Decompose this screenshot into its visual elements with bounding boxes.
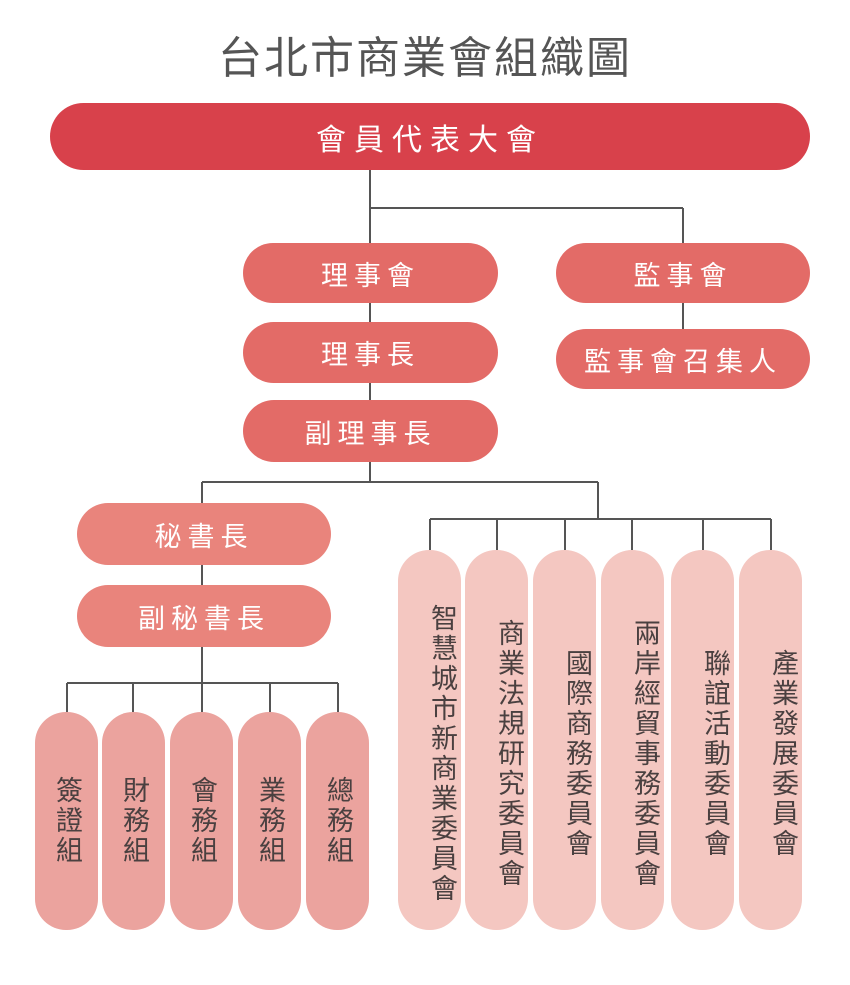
unit-pill: 財務組 xyxy=(102,712,165,930)
committee-pill: 商業法規研究委員會 xyxy=(465,550,528,930)
committee-pill: 兩岸經貿事務委員會 xyxy=(601,550,664,930)
committee-pill: 聯誼活動委員會 xyxy=(671,550,734,930)
committee-pill: 智慧城市新商業委員會 xyxy=(398,550,461,930)
unit-pill: 業務組 xyxy=(238,712,301,930)
unit-pill: 總務組 xyxy=(306,712,369,930)
unit-pill: 簽證組 xyxy=(35,712,98,930)
supervisor-convener-node: 監事會召集人 xyxy=(556,329,810,389)
member-assembly-node: 會員代表大會 xyxy=(50,103,810,170)
secretary-general-node: 秘書長 xyxy=(77,503,331,565)
vice-chairman-node: 副理事長 xyxy=(243,400,498,462)
committee-pill: 國際商務委員會 xyxy=(533,550,596,930)
supervisors-node: 監事會 xyxy=(556,243,810,303)
chairman-node: 理事長 xyxy=(243,322,498,383)
chart-title: 台北市商業會組織圖 xyxy=(218,33,632,84)
deputy-secretary-general-node: 副秘書長 xyxy=(77,585,331,647)
unit-pill: 會務組 xyxy=(170,712,233,930)
board-node: 理事會 xyxy=(243,243,498,303)
committee-pill: 產業發展委員會 xyxy=(739,550,802,930)
